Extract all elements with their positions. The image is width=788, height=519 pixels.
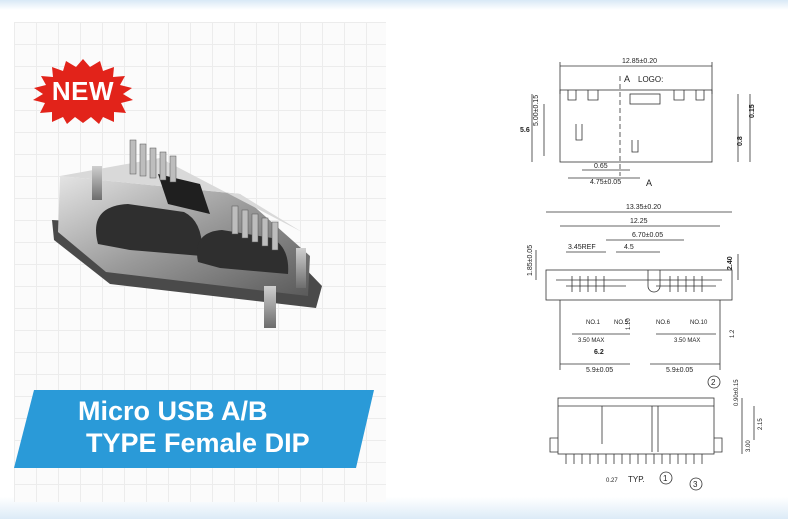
callout-3: 3 [693, 480, 698, 489]
side-dim-bottom: 3.00 [746, 440, 752, 452]
section-label-bottom: A [646, 178, 652, 188]
title-line-2: TYPE Female DIP [86, 428, 310, 458]
typ-label: TYP. [628, 475, 645, 484]
connector-top [60, 158, 302, 232]
bottom-right-dim: 5.9±0.05 [666, 367, 693, 374]
pin-no6-label: NO.6 [656, 320, 671, 326]
callout-circle-1 [659, 471, 673, 485]
new-badge [33, 59, 133, 124]
pin-span-dim: 4.75±0.05 [590, 179, 621, 186]
bottom-left-dim: 5.9±0.05 [586, 367, 613, 374]
height-right-dim: 0.8 [737, 136, 744, 146]
title-line-1: Micro USB A/B [78, 396, 268, 426]
top-width-dim: 12.85±0.20 [622, 58, 657, 65]
pin-row-left [129, 139, 177, 183]
side-dim-top: 0.90±0.15 [734, 379, 740, 406]
callout-2: 2 [711, 378, 716, 387]
pin-offset-dim: 0.65 [594, 163, 608, 170]
top-right-small: 0.15 [749, 104, 756, 118]
product-photo [52, 139, 322, 328]
front-right-height: 2.40 [727, 256, 734, 270]
port-left-opening [96, 204, 203, 256]
mounting-leg-front [264, 286, 276, 328]
front-ref-left: 3.45REF [568, 244, 596, 251]
pin-no1-label: NO.1 [586, 320, 601, 326]
bottom-band [0, 497, 788, 519]
front-side-height: 1.85±0.05 [527, 245, 534, 276]
max-right-dim: 3.50 MAX [674, 338, 700, 344]
pin-no5-label: NO.5 [614, 320, 629, 326]
insulator-block [158, 174, 210, 214]
top-view [531, 62, 751, 179]
title-bar [14, 390, 374, 468]
top-band [0, 0, 788, 10]
logo-label: LOGO: [638, 75, 663, 84]
technical-drawing: 12.85±0.20 A LOGO: 5.6 5.00±0.15 0.8 0.1… [520, 58, 764, 491]
height-left-dim: 5.6 [520, 127, 530, 134]
front-center-span: 4.5 [624, 244, 634, 251]
mounting-leg-right [296, 248, 306, 288]
max-left-dim: 3.50 MAX [578, 338, 604, 344]
callout-circle-2 [707, 375, 721, 389]
front-inner-height: 1.10 [626, 318, 632, 330]
height-inner-dim: 5.00±0.15 [533, 95, 540, 126]
mounting-leg-left [92, 166, 102, 200]
callout-1: 1 [663, 474, 668, 483]
section-label-top: A [624, 74, 630, 84]
pin-no10-label: NO.10 [690, 320, 708, 326]
side-view [549, 397, 755, 464]
center-gap-dim: 6.2 [594, 349, 604, 356]
front-right-small: 1.2 [730, 329, 736, 338]
side-dim-mid: 2.15 [758, 418, 764, 430]
starburst-shape [33, 59, 133, 124]
pitch-dim: 0.27 [606, 478, 618, 484]
front-width-inner: 12.25 [630, 218, 648, 225]
new-badge-label: NEW [51, 76, 115, 106]
pin-row-right [231, 205, 279, 251]
front-width-opening: 6.70±0.05 [632, 232, 663, 239]
callout-circle-3 [689, 477, 703, 491]
front-view [535, 211, 739, 370]
front-width-outer: 13.35±0.20 [626, 204, 661, 211]
